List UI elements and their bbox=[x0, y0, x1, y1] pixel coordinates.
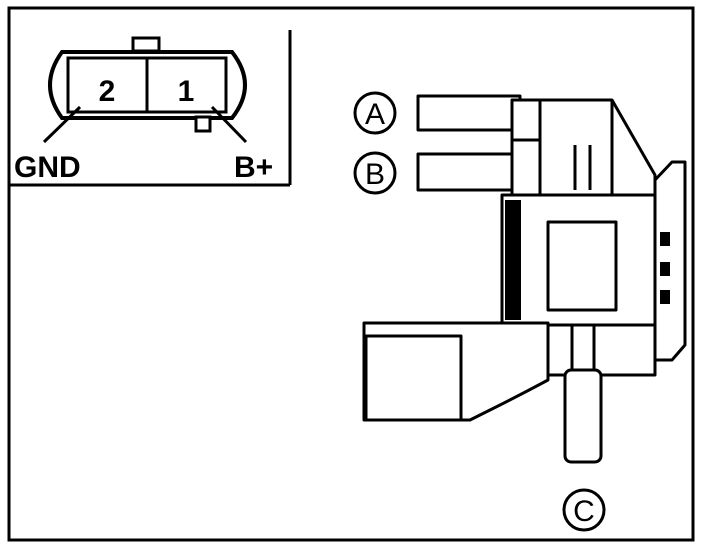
port-b-marker: B bbox=[353, 151, 397, 195]
connector-latch bbox=[131, 36, 161, 53]
b-plus-leader-line bbox=[210, 105, 248, 144]
port-c-nipple bbox=[563, 368, 603, 464]
port-a-marker: A bbox=[353, 91, 397, 135]
mounting-bracket bbox=[653, 160, 687, 362]
vacuum-valve-drawing bbox=[362, 94, 687, 464]
pin-1-label: 1 bbox=[178, 75, 195, 108]
b-plus-label: B+ bbox=[234, 151, 273, 184]
valve-window bbox=[546, 220, 618, 312]
connector-inset: 2 1 GND B+ bbox=[9, 30, 292, 187]
electrical-connector-socket bbox=[364, 334, 463, 422]
port-c-marker: C bbox=[562, 488, 606, 532]
port-c-label: C bbox=[573, 495, 595, 528]
port-b-label: B bbox=[365, 158, 385, 191]
port-a-nipple bbox=[416, 94, 522, 132]
port-a-label: A bbox=[365, 98, 385, 131]
gnd-leader-line bbox=[42, 105, 82, 144]
gnd-label: GND bbox=[14, 151, 81, 184]
pin-2-label: 2 bbox=[99, 75, 116, 108]
port-b-nipple bbox=[416, 152, 522, 192]
